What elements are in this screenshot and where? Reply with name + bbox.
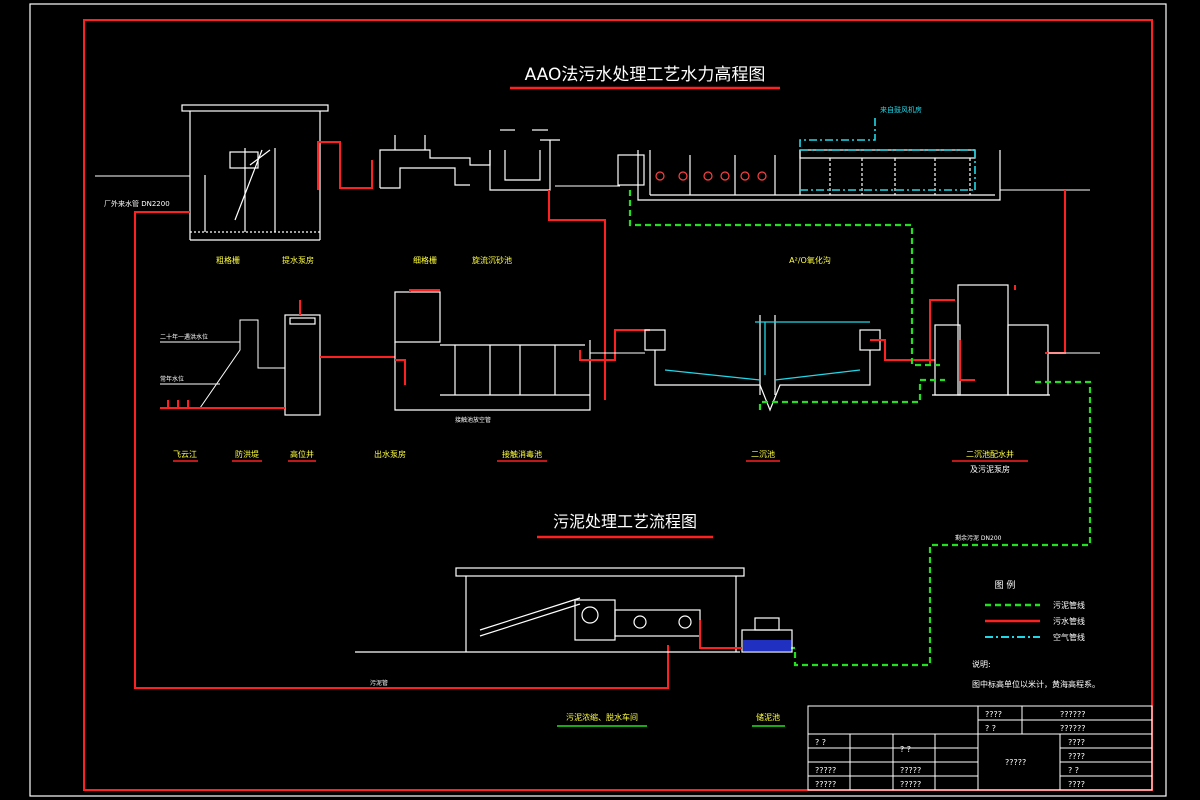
sludge-bin-fill xyxy=(743,640,791,651)
tb-center: ????? xyxy=(1005,758,1026,767)
uv-pipe xyxy=(395,289,650,385)
air-pipe xyxy=(799,118,976,191)
tb-e2: ????? xyxy=(900,780,921,789)
label-lift-pump: 提水泵房 xyxy=(282,255,314,265)
dewatering-building xyxy=(355,567,745,653)
sludge-pipe xyxy=(628,190,1092,667)
clarifier-scraper xyxy=(664,321,870,381)
label-secondary-clarifier: 二沉池 xyxy=(751,449,775,459)
tb-d1: ????? xyxy=(815,766,836,775)
label-sludge-bin: 储泥池 xyxy=(756,712,780,722)
label-uv-pipe: 接触池放空管 xyxy=(455,416,491,424)
legend-item-sewage: 污水管线 xyxy=(985,616,1085,626)
label-coarse-screen: 粗格栅 xyxy=(216,255,240,265)
note-text: 图中标高单位以米计，黄海高程系。 xyxy=(972,679,1100,689)
sludge-title: 污泥处理工艺流程图 xyxy=(553,512,697,531)
label-drain: 污泥管 xyxy=(370,679,388,687)
tb-f1: ? ? xyxy=(1068,766,1079,775)
main-title: AAO法污水处理工艺水力高程图 xyxy=(525,65,766,85)
tb-c3: ???? xyxy=(1068,738,1085,747)
inlet-pipe-label: 厂外来水管 DN2200 xyxy=(104,199,170,208)
label-levee: 防洪堤 xyxy=(235,449,259,459)
tb-c2: ? ? xyxy=(900,745,911,754)
label-return-well: 二沉池配水井 xyxy=(966,449,1014,459)
tb-r2a: ? ? xyxy=(985,724,996,733)
inlet-sewage-pipe xyxy=(134,211,669,689)
legend-title: 图 例 xyxy=(995,579,1016,591)
uv-tank-structure xyxy=(394,291,591,411)
label-ao-tank: A²/O氧化沟 xyxy=(789,255,831,265)
high-well-structure xyxy=(284,314,321,416)
coarse-screen-structure xyxy=(181,104,329,241)
label-thickening: 污泥浓缩、脱水车间 xyxy=(566,712,638,722)
title-block xyxy=(807,705,1153,791)
legend-label-air: 空气管线 xyxy=(1053,632,1085,642)
outfall-pipe xyxy=(160,300,395,409)
mixer-icons xyxy=(655,171,767,181)
sewage-pipe-top-1 xyxy=(317,141,373,190)
tb-c1: ? ? xyxy=(815,738,826,747)
sludge-bin-structure xyxy=(741,617,793,653)
tb-d2: ????? xyxy=(900,766,921,775)
grit-chamber-structure xyxy=(489,129,560,191)
sludge-red-pipe xyxy=(699,620,742,649)
tb-g1: ???? xyxy=(1068,780,1085,789)
outer-border xyxy=(29,3,1167,797)
fine-screen-structure xyxy=(379,135,491,189)
label-high-well: 高位井 xyxy=(290,449,314,459)
label-fine-screen: 细格栅 xyxy=(413,255,437,265)
normal-level-label: 常年水位 xyxy=(160,375,184,383)
tb-c4: ???? xyxy=(1068,752,1085,761)
label-river: 飞云江 xyxy=(173,450,197,459)
ao-tank-structure xyxy=(617,149,1001,201)
return-well-structure xyxy=(932,284,1050,396)
tb-r1a: ???? xyxy=(985,710,1002,719)
note-title: 说明: xyxy=(972,659,991,669)
label-sludge-pipe-2: 剩余污泥 DN200 xyxy=(955,534,1002,542)
label-outlet-pump: 出水泵房 xyxy=(374,449,406,459)
tb-r1b: ?????? xyxy=(1060,710,1085,719)
sewage-pipe-top-2 xyxy=(548,190,606,400)
legend-label-sludge: 污泥管线 xyxy=(1053,600,1085,610)
secondary-clarifier-structure xyxy=(644,315,881,412)
label-uv-tank: 接触消毒池 xyxy=(502,449,542,459)
tb-r2b: ?????? xyxy=(1060,724,1085,733)
label-grit-chamber: 旋流沉砂池 xyxy=(472,255,512,265)
ground-line-top xyxy=(95,175,1090,191)
tb-e1: ????? xyxy=(815,780,836,789)
legend-item-air: 空气管线 xyxy=(985,632,1085,642)
clarifier-pipe xyxy=(870,339,935,361)
label-return-pump: 及污泥泵房 xyxy=(970,464,1010,474)
drawing-frame xyxy=(83,19,1153,791)
flood-level-label: 二十年一遇洪水位 xyxy=(160,333,208,341)
legend-label-sewage: 污水管线 xyxy=(1053,616,1085,626)
air-source-label: 来自鼓风机房 xyxy=(880,105,922,114)
legend-item-sludge: 污泥管线 xyxy=(985,600,1085,610)
